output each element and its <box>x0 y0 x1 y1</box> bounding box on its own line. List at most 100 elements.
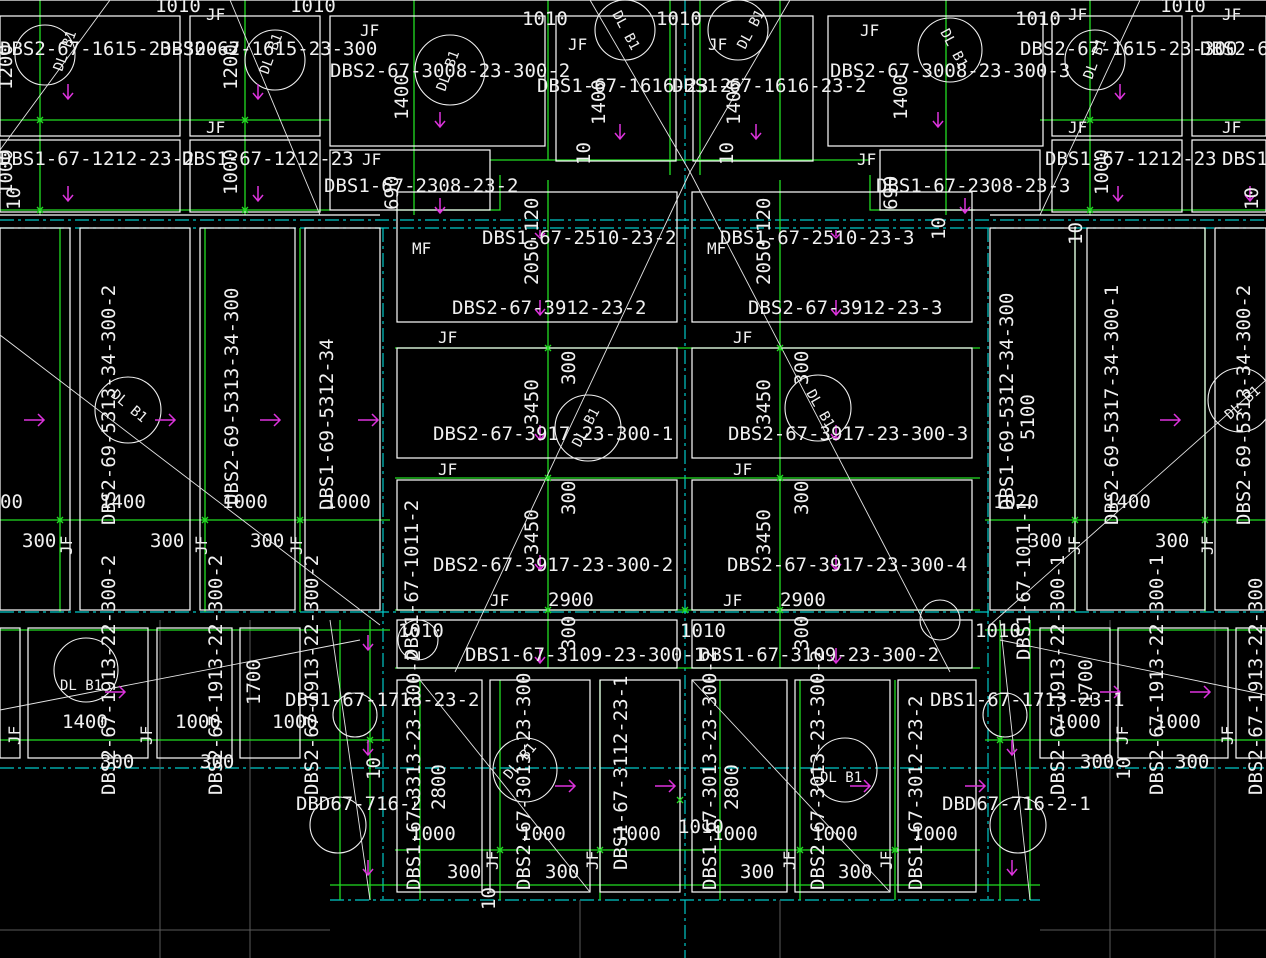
slab-label: DBS2-67-3008-23-300-3 <box>830 60 1070 82</box>
slab-label: DBS2-67-3917-23-300-3 <box>728 423 968 445</box>
slab-label: DBS2-69-5313-34-300-2 <box>98 285 120 525</box>
dimension-text: 3450 <box>521 379 543 425</box>
callout-text: DL B1 <box>60 678 102 694</box>
jf-label: JF <box>1222 5 1241 24</box>
diagonal-span-lines <box>0 0 1266 901</box>
jf-label: JF <box>780 851 799 870</box>
jf-label: JF <box>362 150 381 169</box>
slab-label: DBS1-67-3109-23-300-1 <box>465 644 705 666</box>
horizontal-labels: DBS2-67-3912-23-2 DBS2-67-3912-23-3 DBS1… <box>0 0 1266 883</box>
mf-label: MF <box>412 239 431 258</box>
dimension-text: 1000 <box>1091 149 1113 195</box>
slab-label: DBS1 <box>1222 148 1266 170</box>
dimension-text: 1400 <box>588 79 610 125</box>
dimension-text: 1400 <box>62 711 108 733</box>
dimension-text: 1000 <box>912 823 958 845</box>
jf-label: JF <box>206 5 225 24</box>
dimension-text: 1400 <box>723 79 745 125</box>
dimension-text: 10 <box>1241 187 1263 210</box>
slab-label: DBS1-67-1212-23 <box>1045 148 1217 170</box>
jf-label: JF <box>877 851 896 870</box>
dimension-text: 300 <box>150 530 184 552</box>
dimension-text: 300 <box>791 481 813 515</box>
dimension-text: 1010 <box>680 620 726 642</box>
slab-label: DBS2-67-3013-23-300-2 <box>807 650 829 890</box>
slab-label: DBS1-67-3013-23-300-2 <box>699 650 721 890</box>
slab-label: DBS2-69-5313-34-300 <box>221 288 243 505</box>
slab-label: DBS1-67-1011-1 <box>1013 500 1035 660</box>
slab-direction-arrows <box>24 84 1256 877</box>
jf-label: JF <box>1198 536 1217 555</box>
dimension-text: 2800 <box>428 764 450 810</box>
jf-label: JF <box>583 851 602 870</box>
slab-label: DBS2-67-1913-22-300-2 <box>98 555 120 795</box>
dimension-text: 300 <box>791 351 813 385</box>
slab-label: DBS1-67-2510-23-2 <box>482 227 676 249</box>
dimension-text: 10 <box>716 142 738 165</box>
dimension-text: 1010 <box>290 0 336 17</box>
dimension-text: 10 <box>363 757 385 780</box>
dimension-text: 1010 <box>155 0 201 17</box>
slab-label: DBS1-67-3313-23-300-2 <box>403 650 425 890</box>
slab-label: DBS1-69-5312-34 <box>316 338 338 510</box>
slab-label: DBS1-67-1212-23-2 <box>0 148 194 170</box>
dimension-text: 300 <box>447 861 481 883</box>
dimension-text: 300 <box>791 616 813 650</box>
slab-label: DBS2-67-1913-22-300-1 <box>1047 555 1069 795</box>
dimension-text: 1200 <box>0 44 17 90</box>
dimension-text: 1010 <box>656 8 702 30</box>
slab-label: DBS2-6 <box>1200 38 1266 60</box>
jf-label: JF <box>1065 536 1084 555</box>
slab-label: DBS1-67-1212-23 <box>182 148 354 170</box>
jf-label: JF <box>206 118 225 137</box>
jf-label: JF <box>360 21 379 40</box>
dimension-text: 1000 <box>272 711 318 733</box>
slab-label: DBS1-67-3109-23-300-2 <box>699 644 939 666</box>
slab-label: DBS2-69-5313-34-300-2 <box>1233 285 1255 525</box>
slab-label: DBS2-67-3912-23-2 <box>452 297 646 319</box>
dimension-text: 1000 <box>175 711 221 733</box>
dimension-text: 1400 <box>100 491 146 513</box>
dimension-text: 2800 <box>721 764 743 810</box>
slab-label: DBS1-67-3112-23-1 <box>610 676 632 870</box>
dimension-text: 1000 <box>0 149 17 195</box>
jf-label: JF <box>568 35 587 54</box>
dimension-text: 2050 <box>521 239 543 285</box>
dimension-text: 5100 <box>1017 394 1039 440</box>
slab-label: DBS2-67-1615-23-300 <box>1020 38 1237 60</box>
jf-label: JF <box>1222 118 1241 137</box>
dimension-text: 300 <box>558 481 580 515</box>
dimension-text: 1700 <box>243 659 265 705</box>
slab-label: DBD67-716-2-1 <box>942 793 1091 815</box>
jf-label: JF <box>483 851 502 870</box>
dimension-text: 300 <box>200 751 234 773</box>
jf-label: JF <box>192 536 211 555</box>
slab-label: DBS1-67-2308-23-2 <box>324 175 518 197</box>
dimension-text: 2050 <box>753 239 775 285</box>
dimension-text: 10 <box>1065 222 1087 245</box>
dimension-text: 10 <box>1113 757 1135 780</box>
dimension-text: 120 <box>753 198 775 232</box>
dimension-text: 300 <box>22 530 56 552</box>
dimension-text: 690 <box>381 176 403 210</box>
jf-label: JF <box>137 726 156 745</box>
jf-label: JF <box>5 726 24 745</box>
dimension-text: 2900 <box>548 589 594 611</box>
slab-label: DBS1-67-2510-23-3 <box>720 227 914 249</box>
dimension-text: 300 <box>1155 530 1189 552</box>
jf-label: JF <box>723 591 742 610</box>
dimension-text: 300 <box>558 616 580 650</box>
slab-label: DBS2-67-3917-23-300-4 <box>727 554 967 576</box>
dimension-text: 1020 <box>993 491 1039 513</box>
dimension-text: 1000 <box>410 823 456 845</box>
jf-label: JF <box>860 21 879 40</box>
slab-label: DBS1-67-1616-23-2 <box>672 75 866 97</box>
slab-label: DBS2-67-3008-23-300-2 <box>330 60 570 82</box>
dimension-text: 1400 <box>391 74 413 120</box>
jf-label: JF <box>490 591 509 610</box>
jf-label: JF <box>287 536 306 555</box>
dimension-text: 300 <box>558 351 580 385</box>
slab-label: DBS2-67-1913-22-300-1 <box>1146 555 1168 795</box>
slab-label: DBS2-67-1615-23-300 <box>160 38 377 60</box>
